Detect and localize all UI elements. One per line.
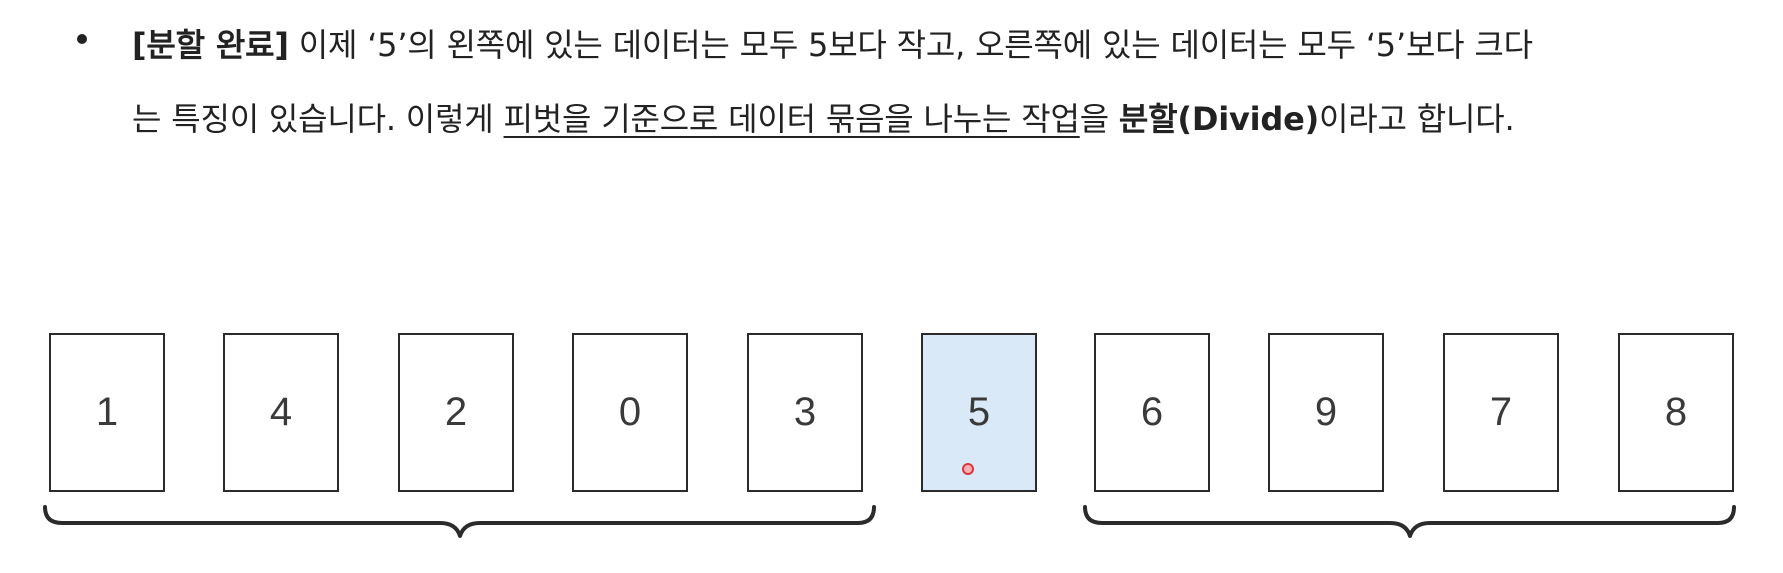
line2-part-a: 는 특징이 있습니다. 이렇게 — [132, 100, 504, 138]
card-5: 3 — [747, 333, 863, 492]
card-10: 8 — [1618, 333, 1734, 492]
card-8: 9 — [1268, 333, 1384, 492]
card-value: 7 — [1489, 390, 1513, 434]
underlined-definition: 피벗을 기준으로 데이터 묶음을 나누는 작업 — [503, 100, 1080, 138]
card-value: 6 — [1140, 390, 1164, 434]
left-group-brace — [43, 505, 876, 538]
right-group-brace — [1083, 505, 1736, 538]
card-3: 2 — [398, 333, 514, 492]
divide-term: 분할(Divide) — [1118, 100, 1320, 138]
card-4: 0 — [572, 333, 688, 492]
card-value: 9 — [1314, 390, 1338, 434]
card-7: 6 — [1094, 333, 1210, 492]
card-9: 7 — [1443, 333, 1559, 492]
card-1: 1 — [49, 333, 165, 492]
cursor-indicator — [962, 463, 974, 475]
card-value: 8 — [1664, 390, 1688, 434]
bullet-dot — [77, 34, 87, 44]
paragraph-line-1: [분할 완료] 이제 ‘5’의 왼쪽에 있는 데이터는 모두 5보다 작고, 오… — [132, 8, 1752, 82]
card-value: 4 — [269, 390, 293, 434]
card-value: 0 — [618, 390, 642, 434]
line2-part-b: 을 — [1079, 100, 1119, 138]
split-done-label: [분할 완료] — [132, 26, 289, 64]
pivot-card: 5 — [921, 333, 1037, 492]
paragraph-line-2: 는 특징이 있습니다. 이렇게 피벗을 기준으로 데이터 묶음을 나누는 작업을… — [132, 82, 1752, 156]
paragraph-text: [분할 완료] 이제 ‘5’의 왼쪽에 있는 데이터는 모두 5보다 작고, 오… — [132, 8, 1752, 156]
card-value: 3 — [793, 390, 817, 434]
line1-body: 이제 ‘5’의 왼쪽에 있는 데이터는 모두 5보다 작고, 오른쪽에 있는 데… — [288, 26, 1533, 64]
line2-part-c: 이라고 합니다. — [1319, 100, 1515, 138]
card-2: 4 — [223, 333, 339, 492]
card-value: 2 — [444, 390, 468, 434]
card-value: 5 — [967, 390, 991, 434]
bullet-paragraph: [분할 완료] 이제 ‘5’의 왼쪽에 있는 데이터는 모두 5보다 작고, 오… — [0, 0, 1783, 200]
card-value: 1 — [95, 390, 119, 434]
